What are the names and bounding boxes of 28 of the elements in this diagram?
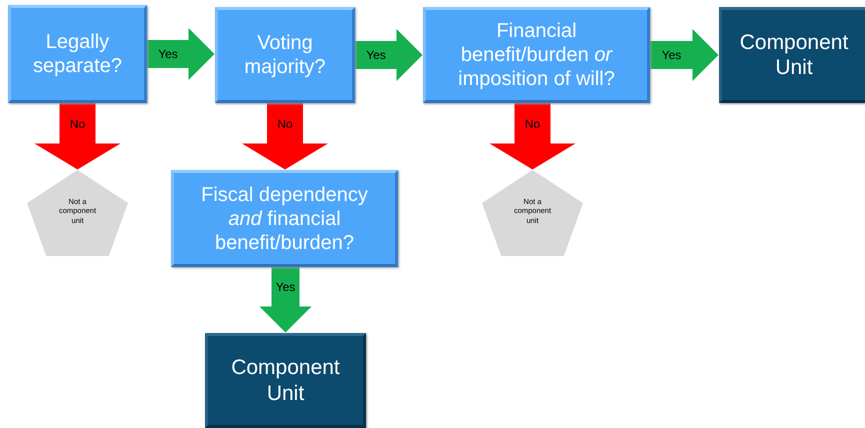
result-box — [719, 7, 865, 103]
decision-box — [215, 7, 355, 103]
block-arrow — [260, 267, 312, 332]
edge-label: No — [70, 116, 86, 130]
block-arrow — [355, 29, 422, 81]
node-text: Component Unit — [230, 355, 341, 406]
block-arrow — [34, 103, 120, 170]
pentagon-node — [482, 170, 583, 256]
node-text: Component Unit — [738, 30, 850, 80]
block-arrow — [650, 29, 718, 81]
decision-box — [423, 7, 650, 103]
block-arrow — [242, 103, 328, 170]
edge-label: No — [524, 116, 540, 130]
node-text: Financial benefit/burden or imposition of will? — [457, 19, 616, 91]
edge-label: No — [277, 116, 293, 130]
node-text: Legally separate? — [32, 30, 123, 78]
decision-box — [171, 170, 398, 267]
result-box — [205, 333, 366, 428]
decision-box — [8, 5, 147, 103]
edge-label: Yes — [662, 48, 682, 62]
node-text: Voting majority? — [243, 31, 327, 79]
block-arrow — [147, 28, 214, 80]
block-arrow — [490, 103, 576, 170]
edge-label: Yes — [366, 48, 386, 62]
edge-label: Yes — [158, 47, 178, 61]
pentagon-node — [27, 170, 128, 256]
edge-label: Yes — [276, 280, 296, 294]
node-text: Fiscal dependency and financial benefit/burden? — [200, 182, 369, 254]
